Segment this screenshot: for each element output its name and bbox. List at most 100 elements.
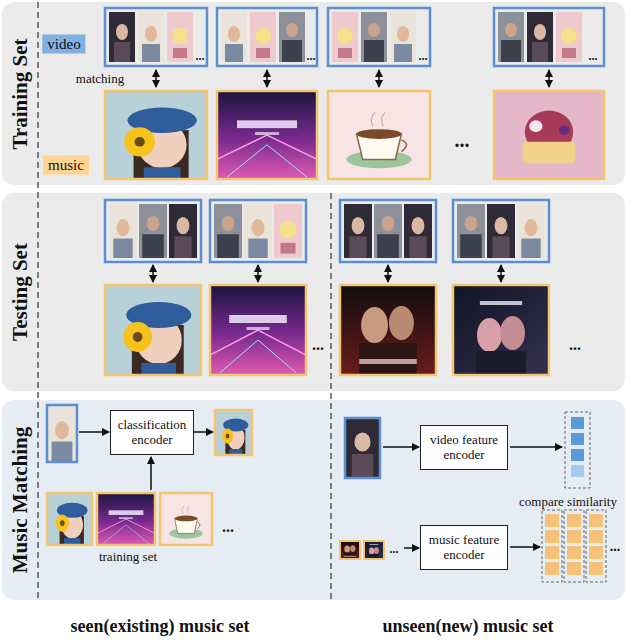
unseen-matching-figure-part-part [567,530,581,543]
unseen-matching-figure-part-part [589,546,603,559]
ellipsis-mark: ... [222,518,234,536]
video-strips-part [105,8,604,66]
unseen-matching-figure-part-part [542,510,562,582]
seen-matching-figure-part-part [150,457,152,490]
seen-matching-figure-part [47,493,92,545]
ellipsis-mark: ... [312,336,324,354]
unseen-matching-figure-part-part [589,562,603,575]
music-covers [105,285,549,375]
video-strips-part [390,12,416,62]
unseen-matching-figure-part [542,510,606,582]
dashed-dividers [38,2,331,600]
seen-matching-figure-part [47,405,77,462]
unseen-matching-figure-part-part [589,530,603,543]
unseen-matching-figure-part-part [571,449,584,461]
unseen-matching-figure-part [565,412,590,488]
unseen-matching-figure-part [345,418,380,478]
column-caption: unseen(new) music set [383,616,554,637]
matching-arrows-part [152,265,154,282]
seen-matching-figure-part [160,493,212,545]
video-strips-part-part [105,200,201,262]
unseen-matching-figure-part-part [567,514,581,527]
unseen-matching-figure-part-part [364,541,384,559]
seen-matching-figure-part-part [47,493,92,545]
unseen-matching-figure-part-part [589,514,603,527]
matching-arrows-part [257,265,259,282]
ellipsis-mark: ... [390,542,399,557]
video-strips-part [250,12,276,62]
encoder-box: classification encoder [110,410,194,455]
seen-matching-figure-part [215,410,252,455]
video-strips-part [457,204,485,258]
seen-matching-figure-part [47,405,77,462]
music-covers-part-part [210,285,306,375]
music-covers-part [328,91,430,179]
music-covers-part-part [494,91,604,179]
encoder-label: video feature encoder [424,433,504,463]
video-strips-part [361,12,387,62]
video-strips-part [404,204,432,258]
media-tag: video [42,35,85,54]
music-covers-part-part [328,91,430,179]
unseen-matching-figure-part-part [567,546,581,559]
dashed-line [330,193,331,600]
music-covers-part-part [105,285,201,375]
video-strips-part [498,12,524,62]
unseen-matching-figure-part-part [571,417,584,429]
video-strips-part [556,12,582,62]
unseen-matching-figure-part-part [545,562,559,575]
unseen-matching-figure-part [345,418,380,478]
ellipsis-mark: ... [307,49,316,64]
matching-arrows [156,70,549,87]
unseen-matching-figure-part-part [567,562,581,575]
unseen-matching-figure-part [545,514,603,575]
ellipsis-mark: ... [610,539,621,555]
media-tag: music [43,156,89,175]
music-covers-part-part [340,285,436,375]
video-strips-part-part [494,8,604,66]
seen-matching-figure-part-part [79,431,109,433]
panel-heading: Testing Set [8,243,33,341]
ellipsis-mark: ... [589,49,598,64]
note-label: compare similarity [519,494,617,510]
music-covers-part [105,285,549,375]
encoder-box: music feature encoder [420,525,508,570]
unseen-matching-figure-part-part [564,510,584,582]
encoder-box: video feature encoder [420,425,508,470]
dashed-line [37,2,38,600]
unseen-matching-figure-part-part [545,546,559,559]
video-strips-part [527,12,553,62]
seen-matching-figure-part-part [97,493,155,545]
music-covers-part [453,285,549,375]
ellipsis-mark: ... [196,49,205,64]
unseen-matching-figure-part [340,541,360,559]
video-strips-part [105,200,549,262]
music-covers-part [494,91,604,179]
video-strips-part [109,204,137,258]
seen-matching-figure-part [215,410,252,455]
video-strips-part-part [453,200,549,262]
video-strips-part-part [328,8,430,66]
video-strips-part-part [105,8,207,66]
seen-matching-figure-part [79,432,213,490]
video-strips-part-part [217,8,317,66]
unseen-matching-figure-part-part [510,546,540,548]
relation-label: matching [76,71,124,87]
ellipsis-mark: ... [419,49,428,64]
column-caption: seen(existing) music set [71,616,250,637]
video-strips-part [167,12,193,62]
video-strips-part [214,204,242,258]
matching-arrows-part [500,265,502,282]
video-strips-part [344,204,372,258]
matching-arrows [153,265,501,282]
video-strips [105,8,604,66]
music-covers-part [340,285,436,375]
panel-heading: Training Set [8,38,33,149]
unseen-matching-figure-part-part [383,446,419,448]
unseen-matching-figure-part-part [340,541,360,559]
music-covers-part [210,285,306,375]
matching-arrows-part [266,70,268,87]
matching-arrows-part [378,70,380,87]
video-strips-part-part [340,200,436,262]
encoder-label: music feature encoder [424,533,504,563]
